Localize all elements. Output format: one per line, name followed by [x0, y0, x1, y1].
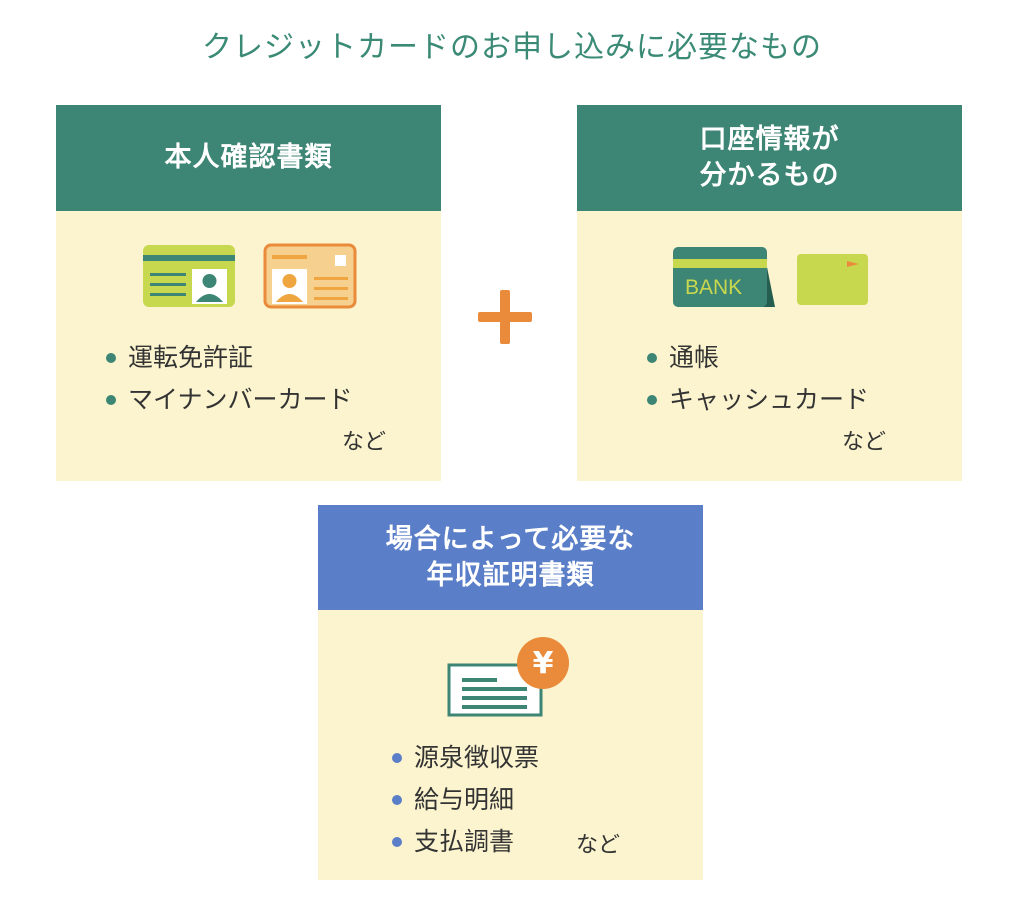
etc-label: など — [342, 430, 387, 455]
box-header: 口座情報が 分かるもの — [577, 105, 962, 211]
plus-icon — [478, 290, 532, 344]
item-label: 通帳 — [669, 343, 720, 372]
box-header: 本人確認書類 — [56, 105, 441, 211]
list-item: 支払調書 — [392, 821, 539, 863]
box-header: 場合によって必要な 年収証明書類 — [318, 505, 703, 610]
list-item: 通帳 — [647, 337, 869, 379]
identity-documents-box: 本人確認書類 運転免許証 マイナンバーカード など — [56, 105, 441, 481]
bank-label: BANK — [685, 276, 742, 299]
header-line: 分かるもの — [699, 160, 840, 191]
item-label: 支払調書 — [414, 827, 515, 856]
page-title: クレジットカードのお申し込みに必要なもの — [202, 30, 822, 65]
bullet-icon — [647, 353, 657, 363]
bullet-icon — [392, 837, 402, 847]
bullet-icon — [647, 395, 657, 405]
item-label: 運転免許証 — [128, 343, 254, 372]
list-item: キャッシュカード — [647, 379, 869, 421]
item-list: 運転免許証 マイナンバーカード — [106, 337, 353, 421]
list-item: 源泉徴収票 — [392, 737, 539, 779]
bullet-icon — [392, 795, 402, 805]
list-item: マイナンバーカード — [106, 379, 353, 421]
header-line: 本人確認書類 — [164, 142, 333, 173]
bullet-icon — [106, 395, 116, 405]
etc-label: など — [576, 833, 621, 858]
header-line: 場合によって必要な — [385, 523, 636, 555]
bullet-icon — [106, 353, 116, 363]
header-line: 年収証明書類 — [426, 559, 595, 591]
item-label: 給与明細 — [414, 785, 515, 814]
drivers-license-icon — [143, 245, 235, 307]
etc-label: など — [842, 430, 887, 455]
list-item: 運転免許証 — [106, 337, 353, 379]
item-label: 源泉徴収票 — [414, 743, 540, 772]
bank-info-box: 口座情報が 分かるもの BANK 通帳 キャッシュカード など — [577, 105, 962, 481]
bullet-icon — [392, 753, 402, 763]
mynumber-card-icon — [263, 243, 357, 309]
item-list: 通帳 キャッシュカード — [647, 337, 869, 421]
cash-card-icon — [797, 254, 868, 305]
yen-icon: ¥ — [533, 646, 554, 681]
item-label: マイナンバーカード — [128, 385, 353, 414]
item-list: 源泉徴収票 給与明細 支払調書 — [392, 737, 539, 863]
income-proof-box: 場合によって必要な 年収証明書類 ¥ 源泉徴収票 給与明細 支払調書 など — [318, 505, 703, 880]
bankbook-icon: BANK — [673, 247, 775, 307]
income-document-icon: ¥ — [447, 637, 569, 717]
item-label: キャッシュカード — [669, 385, 870, 414]
header-line: 口座情報が — [699, 124, 840, 155]
list-item: 給与明細 — [392, 779, 539, 821]
